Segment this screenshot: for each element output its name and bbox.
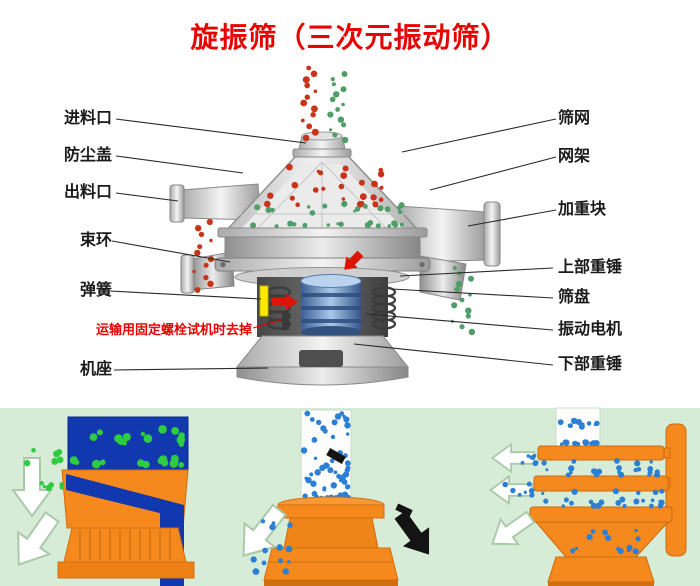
side-pipe [665,423,687,557]
top-blue-particles [557,417,600,447]
machine-base-orange [263,547,399,581]
weight-block-flange [483,201,501,267]
feed-stream-red-particles [300,65,319,142]
clamp-bolt-left [220,261,226,268]
label-spring: 弹簧 [79,282,112,299]
lower-hammer [301,326,361,338]
discharge-red-particles [192,218,215,293]
base-band [264,580,398,586]
feed-stream-green-particles [327,71,349,144]
machine-base-rim [236,366,409,386]
deck-gap-particles-2 [541,488,665,509]
label-transport-bolt-warning: 运输用固定螺栓试机时去掉 [95,322,252,337]
mesh-frame-lines [238,161,407,229]
base-band [57,561,195,579]
label-upper-hammer: 上部重锤 [558,259,623,276]
label-weight-block: 加重块 [558,201,607,218]
spring-highlight-marker [259,285,269,317]
funnel-particles [570,528,641,555]
machine-neck [283,517,379,549]
green-bubble-particles [69,425,185,469]
transport-fixing-bolt [282,313,289,330]
discharge-outlet-flange [169,184,185,223]
feed-inlet-opening [301,131,343,141]
base-front-opening [299,350,343,367]
screen-deck-2 [533,475,669,492]
trail-particles-2 [502,481,535,498]
falling-green-particles [23,448,65,491]
left-lower-arm-flange [180,254,195,294]
screen-particles-green [250,200,405,229]
label-sieve-tray: 筛盘 [558,289,591,306]
label-machine-base: 机座 [79,361,112,378]
leader-lines [109,118,557,371]
main-machine-illustration [169,65,501,386]
page-title: 旋振筛（三次元振动筛） [190,22,510,53]
screen-deck-1 [537,445,665,461]
label-screen-mesh: 筛网 [558,110,591,127]
base-band [548,582,654,586]
oversize-particle [395,503,413,517]
bottom-middle-process-diagram [227,409,443,586]
machine-flange-band [277,504,385,519]
screen-deck-3 [529,506,673,523]
bottom-left-process-diagram [2,416,195,586]
trail-particles-1 [520,453,539,467]
oversize-particle [326,448,346,464]
deck-gap-particles-1 [541,458,661,478]
label-mesh-frame: 网架 [558,148,591,165]
upper-hammer [300,274,362,288]
screen-particles-red [264,163,385,208]
liquid-slant-stream [66,474,184,519]
falling-blue-particles [250,519,293,575]
machine-base-orange [547,556,655,583]
screen-box [67,416,189,471]
base-hatching [79,530,171,560]
label-lower-hammer: 下部重锤 [558,356,623,373]
label-vibration-motor: 振动电机 [558,321,623,338]
feed-inlet-flange [292,148,352,158]
bottom-right-process-diagram [482,407,687,586]
label-feed-inlet: 进料口 [63,110,112,127]
drum-top-flange [217,227,428,238]
label-discharge-outlet: 出料口 [63,184,112,201]
label-clamp-ring: 束环 [79,232,112,249]
machine-base-orange [63,527,187,563]
clamp-bolt-right [419,261,425,268]
label-dust-cover: 防尘盖 [63,147,112,164]
